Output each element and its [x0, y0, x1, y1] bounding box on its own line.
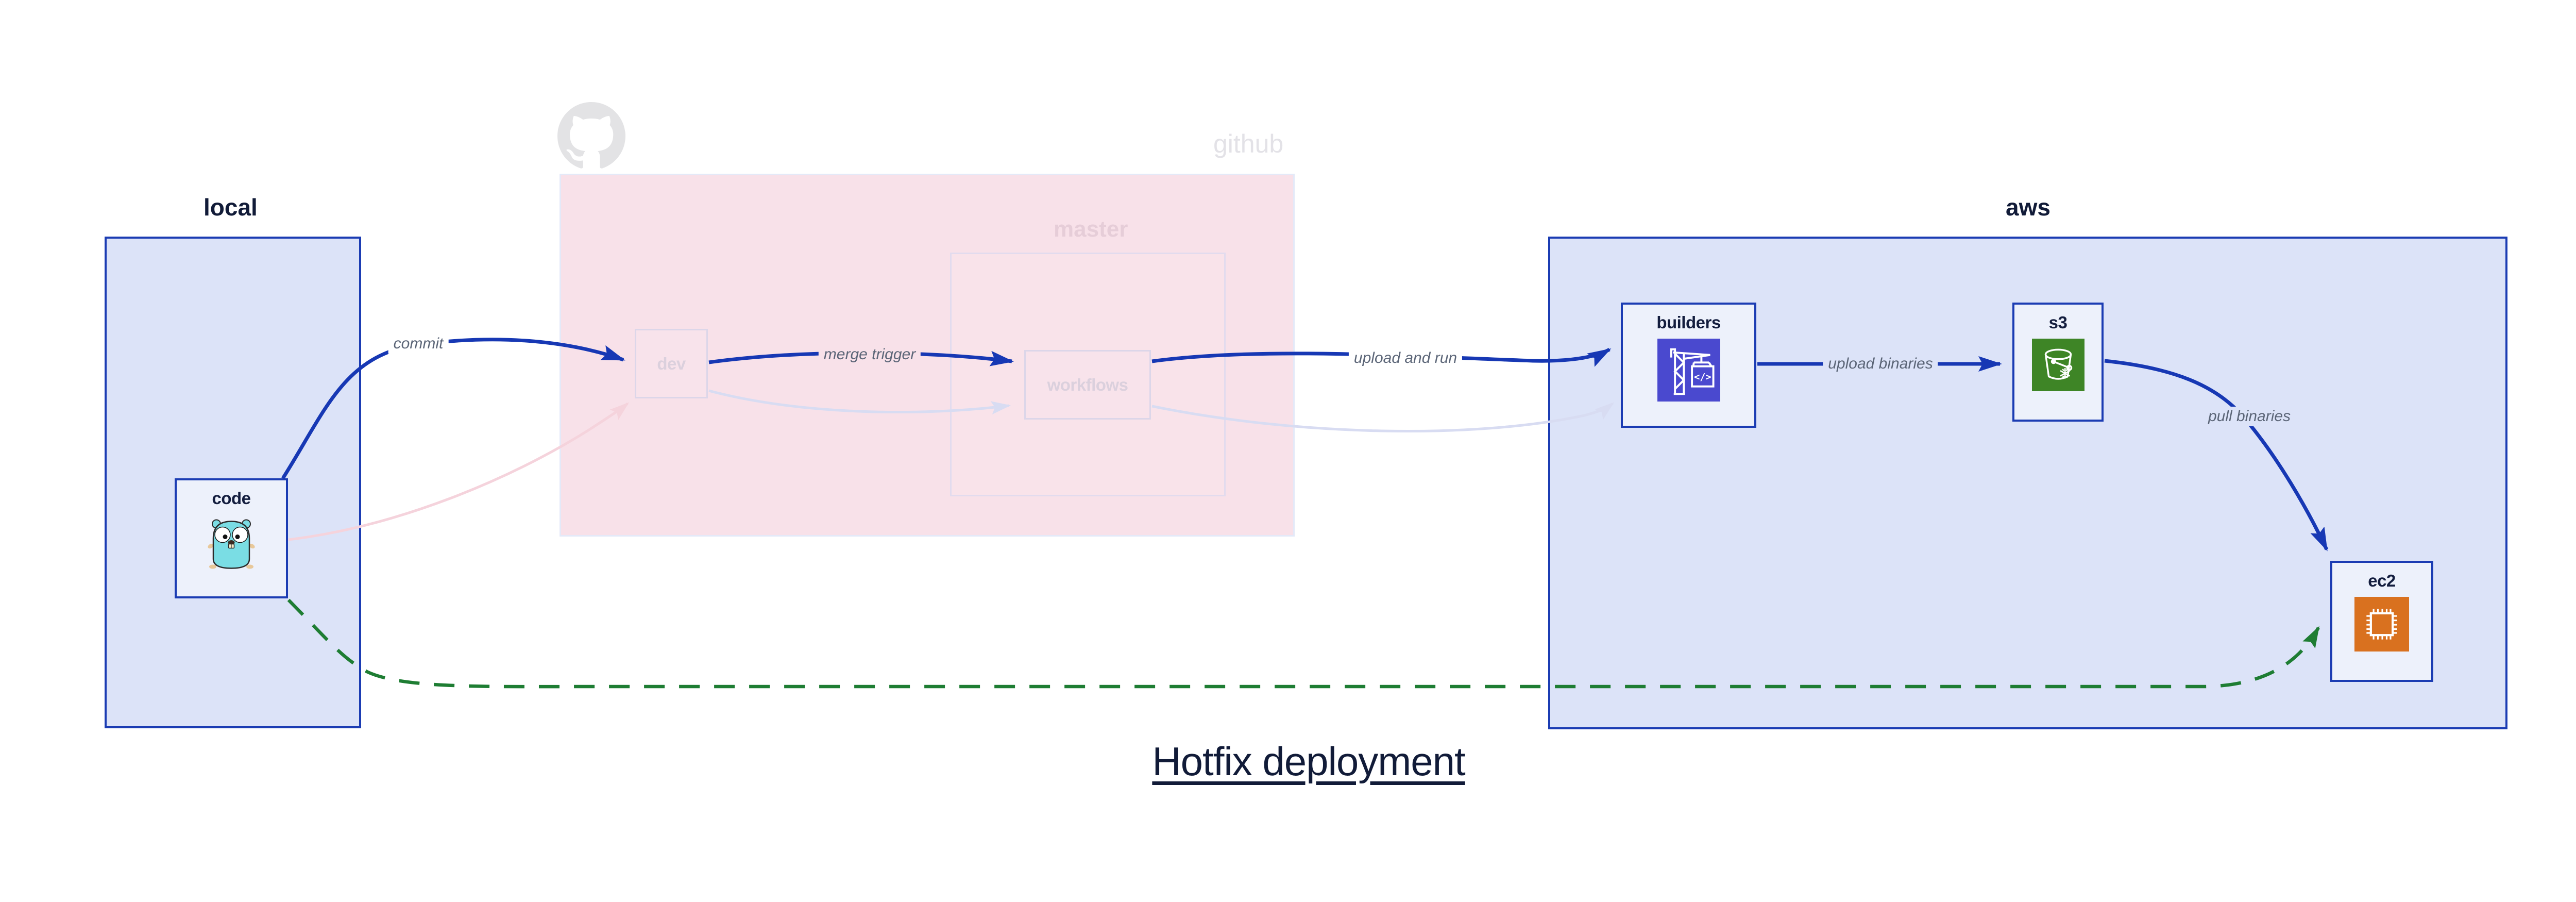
gopher-icon: [206, 514, 257, 578]
edge-merge-trigger-label: merge trigger: [818, 345, 921, 364]
node-workflows-label: workflows: [1047, 375, 1128, 394]
node-s3: s3: [2012, 303, 2104, 422]
ec2-chip-icon: [2354, 597, 2409, 654]
node-dev-label: dev: [657, 354, 686, 373]
node-code-label: code: [212, 489, 251, 508]
codebuild-crane-icon: </>: [1657, 339, 1720, 404]
edge-upload-binaries-label: upload binaries: [1823, 354, 1938, 374]
aws-container-label: aws: [2006, 194, 2050, 221]
node-s3-label: s3: [2048, 313, 2067, 332]
edge-pull-binaries-label: pull binaries: [2202, 407, 2296, 426]
octocat-icon: [557, 102, 625, 173]
node-code: code: [175, 478, 288, 598]
diagram-title: Hotfix deployment: [1152, 739, 1465, 784]
node-ec2-label: ec2: [2368, 571, 2396, 590]
master-container-label: master: [1054, 216, 1128, 242]
svg-text:</>: </>: [1694, 372, 1711, 383]
node-builders: builders </>: [1621, 303, 1756, 428]
github-container-label: github: [1213, 129, 1284, 158]
edge-upload-and-run-label: upload and run: [1348, 348, 1463, 368]
edge-commit-label: commit: [388, 334, 449, 354]
node-ec2: ec2: [2330, 561, 2433, 682]
node-dev: dev: [635, 329, 708, 398]
node-builders-label: builders: [1656, 313, 1721, 332]
s3-bucket-icon: [2031, 339, 2084, 394]
local-container-label: local: [204, 194, 258, 221]
node-workflows: workflows: [1024, 350, 1151, 420]
